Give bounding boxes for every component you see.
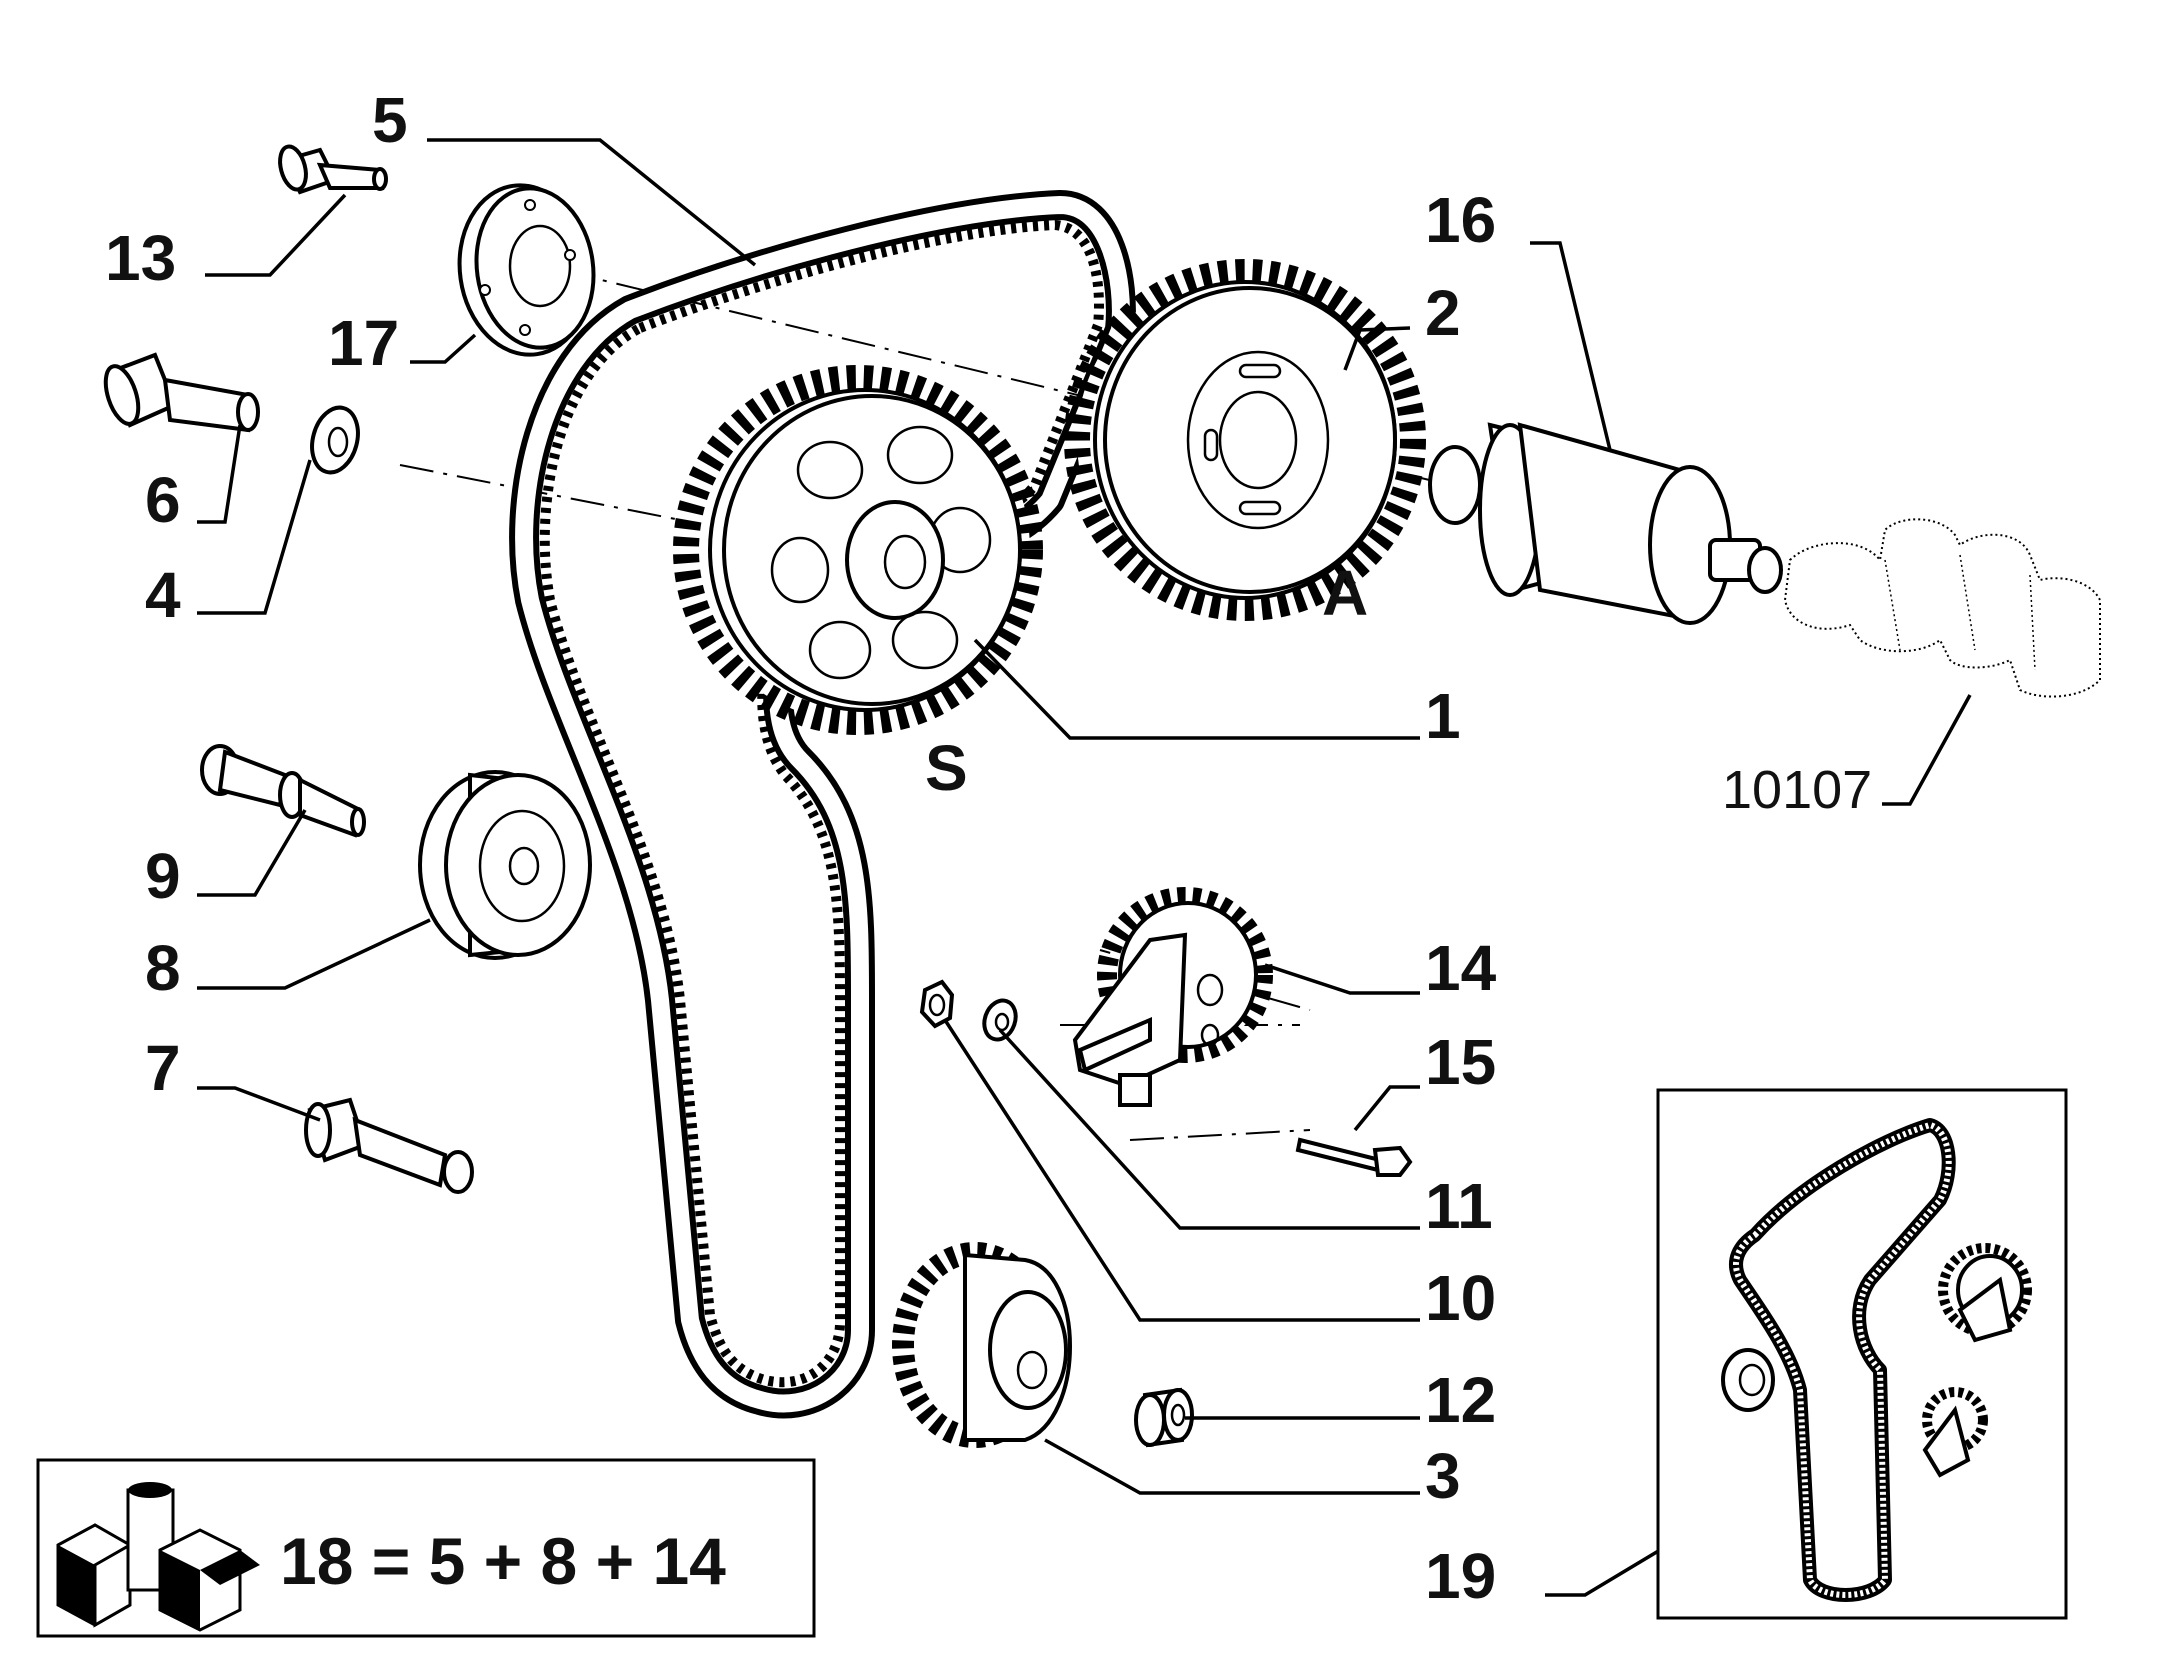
fiat-box-icon: FIAT FIAT xyxy=(56,1482,260,1632)
label-16: 16 xyxy=(1425,184,1496,256)
camshaft-pulley-a xyxy=(1064,259,1426,621)
label-17: 17 xyxy=(328,307,399,379)
kit-formula-box: FIAT FIAT 18 = 5 + 8 + 14 xyxy=(36,1458,816,1638)
label-1: 1 xyxy=(1425,680,1461,752)
bolt-9 xyxy=(200,744,366,838)
label-10: 10 xyxy=(1425,1262,1496,1334)
label-14: 14 xyxy=(1425,932,1497,1004)
label-3: 3 xyxy=(1425,1440,1461,1512)
label-4: 4 xyxy=(145,559,181,631)
leader-lines xyxy=(197,138,1972,1597)
camshaft xyxy=(1783,518,2101,698)
inset-kit-19 xyxy=(1656,1088,2068,1620)
label-9: 9 xyxy=(145,840,181,912)
washer-disc xyxy=(457,183,596,357)
bolt-6 xyxy=(103,352,260,433)
label-6: 6 xyxy=(145,464,181,536)
label-2: 2 xyxy=(1425,277,1461,349)
belt-tensioner xyxy=(1072,887,1273,1107)
bolt-15 xyxy=(1295,1137,1413,1177)
idler-pulley xyxy=(418,770,592,960)
label-12: 12 xyxy=(1425,1364,1496,1436)
label-11: 11 xyxy=(1425,1170,1493,1242)
svg-text:FIAT: FIAT xyxy=(165,1587,196,1603)
label-s: S xyxy=(925,732,968,804)
label-7: 7 xyxy=(145,1032,181,1104)
washer-11 xyxy=(982,998,1018,1042)
bolt-13 xyxy=(278,144,388,195)
label-5: 5 xyxy=(372,84,408,156)
part-labels: 5 13 17 6 4 9 8 7 16 2 A 1 S 10107 14 15… xyxy=(105,84,1872,1612)
label-13: 13 xyxy=(105,222,176,294)
camshaft-pulley-s xyxy=(673,365,1043,735)
label-8: 8 xyxy=(145,932,181,1004)
label-10107: 10107 xyxy=(1722,760,1872,820)
kit-formula: 18 = 5 + 8 + 14 xyxy=(280,1524,726,1598)
stud-7 xyxy=(304,1097,474,1194)
camshaft-tool xyxy=(1428,422,1783,625)
spacer-12 xyxy=(1134,1387,1194,1448)
timing-belt xyxy=(509,190,1136,1419)
svg-text:FIAT: FIAT xyxy=(100,1589,126,1603)
washer-4 xyxy=(310,405,360,475)
nut-10 xyxy=(919,979,955,1029)
crankshaft-pulley xyxy=(892,1242,1072,1448)
label-a: A xyxy=(1322,557,1368,629)
label-15: 15 xyxy=(1425,1026,1496,1098)
label-19: 19 xyxy=(1425,1540,1496,1612)
